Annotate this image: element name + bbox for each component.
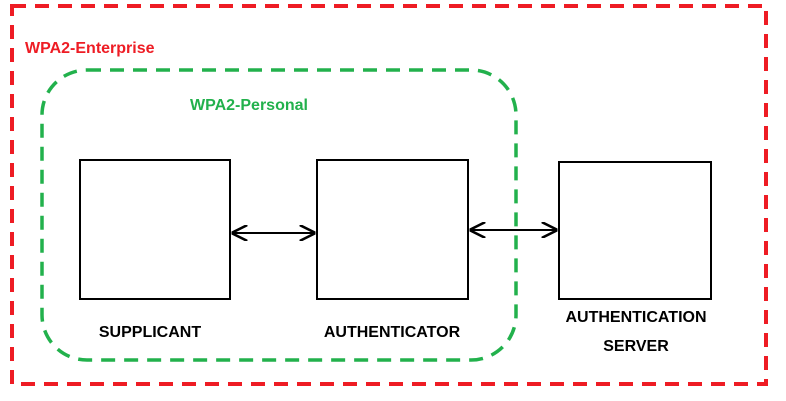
- supplicant-box: [79, 159, 231, 300]
- authenticator-box: [316, 159, 469, 300]
- wpa2-enterprise-boundary: [10, 4, 768, 386]
- authentication-server-label-line1: AUTHENTICATION: [565, 309, 706, 326]
- authenticator-label: AUTHENTICATOR: [324, 324, 461, 341]
- wpa2-personal-label: WPA2-Personal: [190, 97, 308, 114]
- supplicant-label: SUPPLICANT: [99, 324, 201, 341]
- wpa2-enterprise-label: WPA2-Enterprise: [25, 40, 155, 57]
- authentication-server-box: [558, 161, 712, 300]
- wpa2-personal-boundary: [40, 68, 518, 362]
- authentication-server-label-line2: SERVER: [603, 338, 669, 355]
